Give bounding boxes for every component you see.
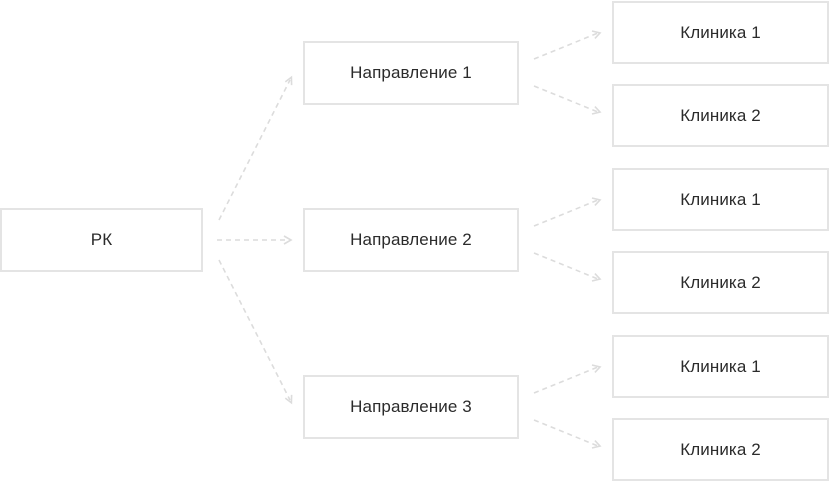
direction-node-label: Направление 3 xyxy=(350,397,472,416)
connector-root-to-direction-2 xyxy=(217,235,293,245)
clinic-node-1-1: Клиника 1 xyxy=(612,1,829,64)
connector-direction-3-to-clinic-2 xyxy=(533,419,602,449)
direction-node-3: Направление 3 xyxy=(303,375,519,439)
clinic-node-2-2: Клиника 2 xyxy=(612,251,829,314)
clinic-node-1-2: Клиника 2 xyxy=(612,84,829,147)
clinic-node-label: Клиника 1 xyxy=(680,22,761,42)
direction-node-label: Направление 2 xyxy=(350,230,472,249)
connector-direction-2-to-clinic-2 xyxy=(533,252,602,282)
clinic-node-3-1: Клиника 1 xyxy=(612,335,829,398)
connector-direction-3-to-clinic-1 xyxy=(533,364,602,394)
connector-direction-1-to-clinic-1 xyxy=(533,30,602,60)
connector-direction-2-to-clinic-1 xyxy=(533,197,602,227)
connector-root-to-direction-3 xyxy=(218,259,293,405)
root-node: РК xyxy=(0,208,203,272)
root-node-label: РК xyxy=(90,230,113,249)
direction-node-label: Направление 1 xyxy=(350,63,472,82)
clinic-node-label: Клиника 1 xyxy=(680,356,761,376)
connector-root-to-direction-1 xyxy=(218,75,293,221)
clinic-node-label: Клиника 2 xyxy=(680,272,761,292)
direction-node-1: Направление 1 xyxy=(303,41,519,105)
clinic-node-2-1: Клиника 1 xyxy=(612,168,829,231)
direction-node-2: Направление 2 xyxy=(303,208,519,272)
clinic-node-3-2: Клиника 2 xyxy=(612,418,829,481)
connector-direction-1-to-clinic-2 xyxy=(533,85,602,115)
clinic-node-label: Клиника 2 xyxy=(680,105,761,125)
clinic-node-label: Клиника 2 xyxy=(680,439,761,459)
clinic-node-label: Клиника 1 xyxy=(680,189,761,209)
